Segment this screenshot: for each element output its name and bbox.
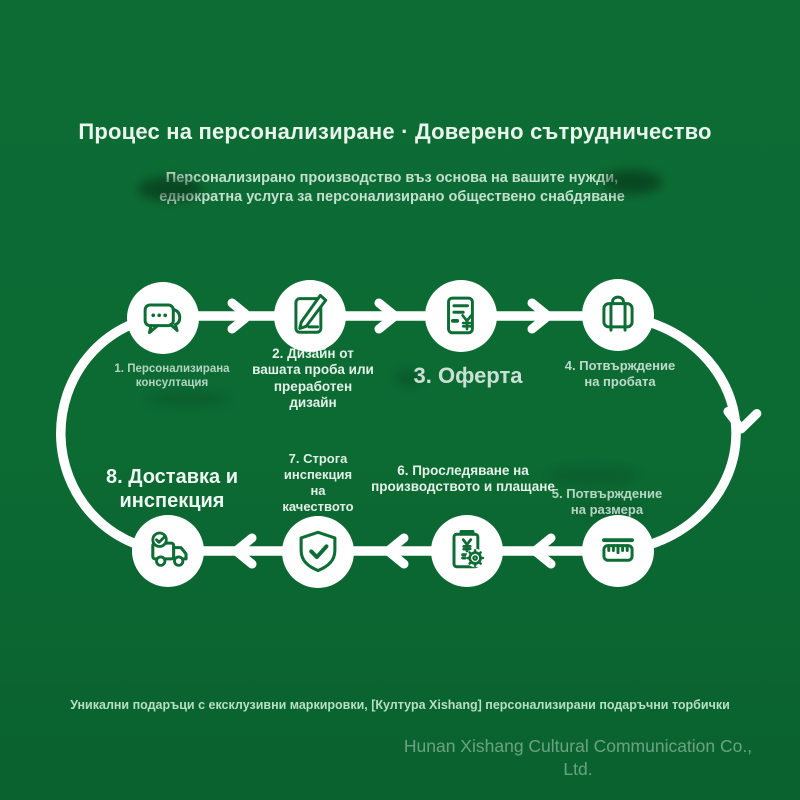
arrow-right-icon — [227, 298, 253, 334]
chat-icon — [143, 303, 182, 335]
blurred-watermark — [395, 370, 423, 386]
ruler-icon — [602, 538, 634, 562]
suitcase-icon — [602, 295, 634, 332]
arrow-down-icon — [723, 406, 762, 434]
footer-tagline: Уникални подаръци с ексклузивни маркиров… — [70, 698, 730, 712]
blurred-watermark — [575, 502, 645, 516]
step-7-circle — [282, 516, 354, 588]
step-8-label: 8. Доставка и инспекция — [105, 466, 238, 512]
blurred-watermark — [548, 468, 638, 484]
blurred-watermark — [138, 177, 202, 201]
step-4-circle — [582, 279, 654, 351]
step-1-circle — [127, 282, 199, 354]
step-6-label: 6. Проследяване на производството и плащ… — [371, 463, 555, 495]
shield-check-icon — [299, 530, 337, 573]
subtitle-line-1: Персонализирано производство въз основа … — [165, 170, 619, 186]
subtitle-line-2: еднократна услуга за персонализирано общ… — [159, 189, 625, 206]
step-6-circle — [431, 515, 503, 587]
arrow-right-icon — [527, 298, 553, 334]
blurred-watermark — [602, 170, 662, 194]
arrow-left-icon — [231, 533, 257, 569]
step-2-circle — [274, 280, 346, 352]
delivery-truck-icon — [151, 531, 188, 567]
step-3-circle — [425, 280, 497, 352]
page-subtitle: Персонализирано производство въз основа … — [112, 169, 672, 208]
production-payment-icon — [452, 530, 485, 569]
blurred-watermark — [146, 392, 230, 405]
step-3-label: 3. Оферта — [413, 363, 523, 388]
step-2-label: 2. Дизайн от вашата проба или преработен… — [252, 346, 374, 411]
page-title: Процес на персонализиране · Доверено сът… — [78, 119, 712, 144]
step-8-circle — [132, 515, 204, 587]
pencil-design-icon — [294, 293, 328, 334]
step-7-label: 7. Строга инспекция на качеството — [282, 451, 354, 515]
arrow-right-icon — [374, 298, 400, 334]
step-5-label: 5. Потвърждение на размера — [551, 486, 663, 517]
step-4-label: 4. Потвърждение на пробата — [564, 358, 676, 389]
company-name: Hunan Xishang Cultural Communication Co.… — [403, 736, 753, 779]
step-1-label: 1. Персонализирана консултация — [114, 363, 230, 390]
quote-document-icon — [447, 296, 474, 335]
step-5-circle — [582, 515, 654, 587]
arrow-left-icon — [383, 533, 409, 569]
arrow-left-icon — [530, 533, 556, 569]
